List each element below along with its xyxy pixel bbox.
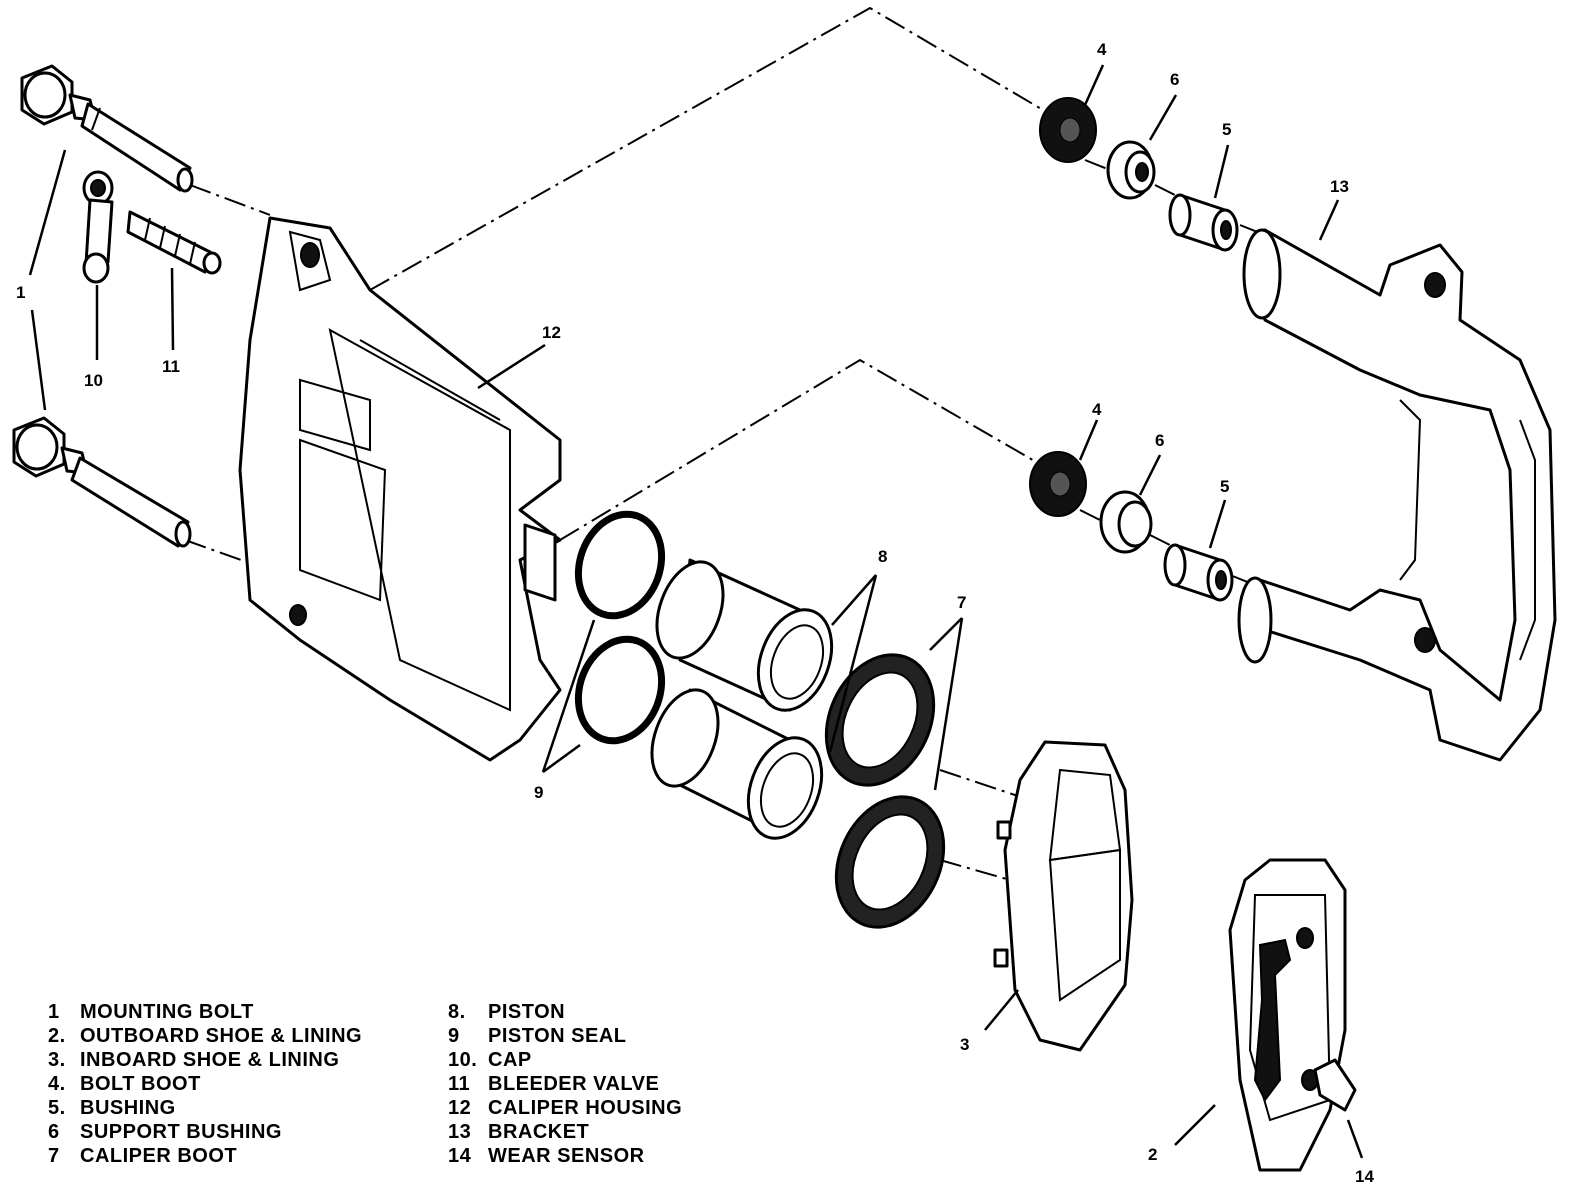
legend-num-14: 14 <box>448 1145 472 1167</box>
callout-7: 7 <box>957 593 966 612</box>
support-bushing-upper <box>1106 140 1156 200</box>
bleeder-valve-part <box>126 210 222 275</box>
outboard-shoe-part <box>1228 858 1347 1172</box>
bushing-upper <box>1168 193 1239 252</box>
legend-label-10: CAP <box>488 1049 532 1071</box>
bushing-lower <box>1163 543 1234 602</box>
callout-11: 11 <box>162 357 180 376</box>
legend-num-12: 12 <box>448 1097 471 1119</box>
legend-label-14: WEAR SENSOR <box>488 1145 645 1167</box>
legend-num-7: 7 <box>48 1145 60 1167</box>
legend-num-9: 9 <box>448 1025 460 1047</box>
legend-label-1: MOUNTING BOLT <box>80 1001 254 1023</box>
piston-lower <box>650 688 824 840</box>
callout-6-lower: 6 <box>1155 431 1164 450</box>
legend-num-3: 3. <box>48 1049 66 1071</box>
callout-6-upper: 6 <box>1170 70 1179 89</box>
legend-column-left: 1 MOUNTING BOLT 2. OUTBOARD SHOE & LININ… <box>48 1001 362 1167</box>
legend-label-8: PISTON <box>488 1001 565 1023</box>
callout-2: 2 <box>1148 1145 1157 1164</box>
legend-column-right: 8. PISTON 9 PISTON SEAL 10. CAP 11 BLEED… <box>448 1001 682 1167</box>
wear-sensor-part <box>1313 1058 1357 1112</box>
cap-part <box>82 170 114 284</box>
inboard-shoe-part <box>993 740 1134 1052</box>
legend-label-9: PISTON SEAL <box>488 1025 627 1047</box>
piston-seal-upper <box>574 510 666 620</box>
legend-label-6: SUPPORT BUSHING <box>80 1121 282 1143</box>
bracket-part <box>1237 228 1557 762</box>
callout-12: 12 <box>542 323 561 342</box>
legend-label-7: CALIPER BOOT <box>80 1145 237 1167</box>
legend-num-1: 1 <box>48 1001 60 1023</box>
mounting-bolt-upper <box>20 64 194 193</box>
legend-label-5: BUSHING <box>80 1097 176 1119</box>
legend-num-10: 10. <box>448 1049 477 1071</box>
mounting-bolt-lower <box>12 416 192 548</box>
callout-4-upper: 4 <box>1097 40 1107 59</box>
caliper-boot-upper <box>824 653 936 787</box>
legend-label-4: BOLT BOOT <box>80 1073 201 1095</box>
legend-label-2: OUTBOARD SHOE & LINING <box>80 1025 362 1047</box>
legend-label-13: BRACKET <box>488 1121 589 1143</box>
legend-num-13: 13 <box>448 1121 471 1143</box>
callout-1: 1 <box>16 283 25 302</box>
legend-num-11: 11 <box>448 1073 470 1095</box>
caliper-housing <box>238 216 562 762</box>
caliper-boot-lower <box>834 795 946 929</box>
bolt-boot-lower <box>1029 451 1087 517</box>
support-bushing-lower <box>1099 490 1153 554</box>
legend-label-3: INBOARD SHOE & LINING <box>80 1049 339 1071</box>
callout-9: 9 <box>534 783 543 802</box>
legend-num-4: 4. <box>48 1073 66 1095</box>
callout-4-lower: 4 <box>1092 400 1102 419</box>
callout-5-upper: 5 <box>1222 120 1231 139</box>
callout-13: 13 <box>1330 177 1349 196</box>
piston-upper <box>655 558 834 712</box>
legend-num-8: 8. <box>448 1001 466 1023</box>
legend-num-5: 5. <box>48 1097 66 1119</box>
callout-14: 14 <box>1355 1167 1374 1186</box>
callout-5-lower: 5 <box>1220 477 1229 496</box>
legend-num-2: 2. <box>48 1025 66 1047</box>
callout-8: 8 <box>878 547 887 566</box>
callouts: 1 2 3 4 4 5 5 6 6 7 8 9 10 11 12 13 14 <box>16 40 1374 1186</box>
bolt-boot-upper <box>1039 97 1097 163</box>
leader-lines <box>28 64 1364 1159</box>
assembly-centerlines <box>184 6 1266 881</box>
legend-label-11: BLEEDER VALVE <box>488 1073 659 1095</box>
callout-3: 3 <box>960 1035 969 1054</box>
callout-10: 10 <box>84 371 103 390</box>
legend-num-6: 6 <box>48 1121 60 1143</box>
legend-label-12: CALIPER HOUSING <box>488 1097 682 1119</box>
parts-legend: 1 MOUNTING BOLT 2. OUTBOARD SHOE & LININ… <box>48 1001 682 1167</box>
piston-seal-lower <box>574 635 666 745</box>
